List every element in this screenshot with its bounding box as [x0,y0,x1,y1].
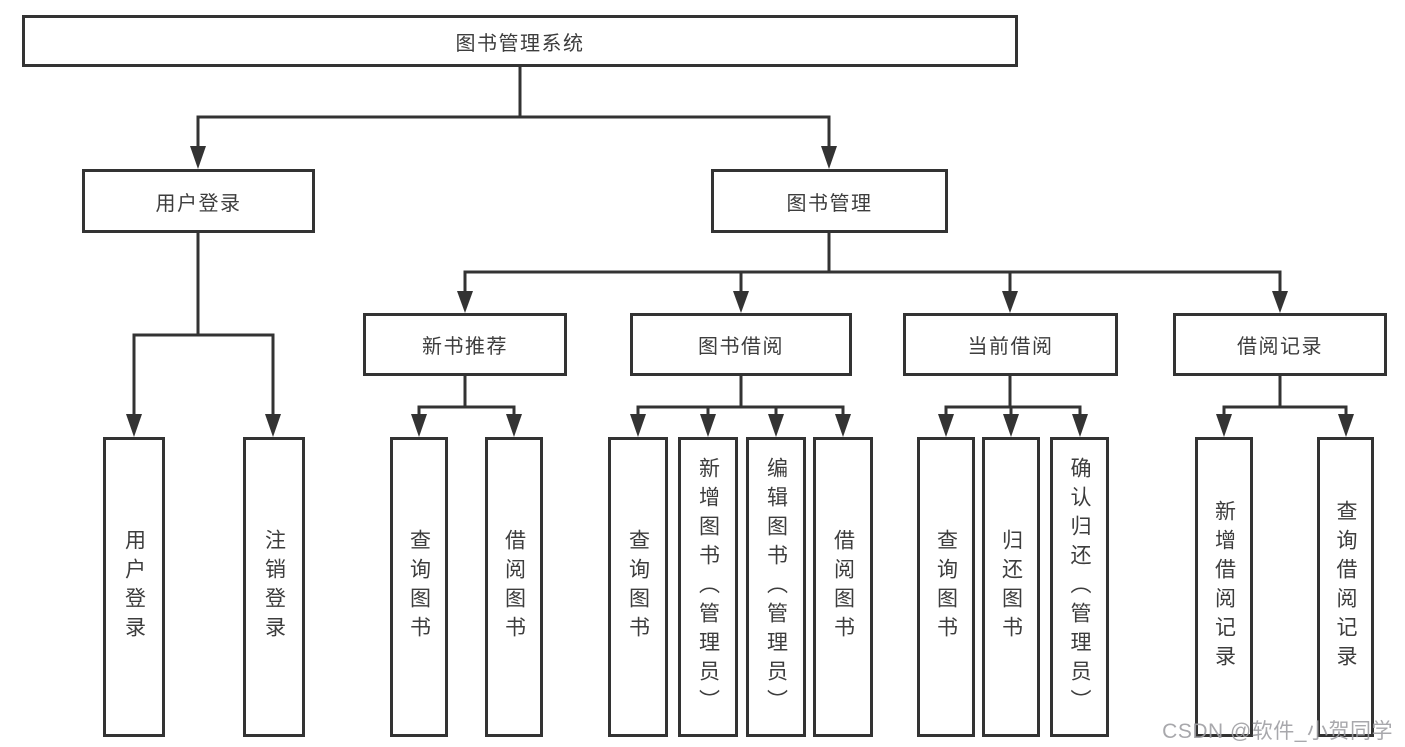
node-new-book-recommend: 新书推荐 [363,313,567,376]
node-root-book-management-system: 图书管理系统 [22,15,1018,67]
leaf-label: 注销登录 [262,529,286,645]
leaf-return-books: 归还图书 [982,437,1040,737]
watermark: CSDN @软件_小贺同学 [1162,720,1393,743]
leaf-logout: 注销登录 [243,437,305,737]
leaf-query-books-borrowing: 查询图书 [608,437,668,737]
node-user-login: 用户登录 [82,169,315,233]
leaf-query-books-recommend: 查询图书 [390,437,448,737]
node-current-borrowing: 当前借阅 [903,313,1118,376]
arrowheads [126,146,1354,437]
leaf-add-borrow-record: 新增借阅记录 [1195,437,1253,737]
leaf-confirm-return-admin: 确认归还（管理员） [1050,437,1109,737]
leaf-label: 用户登录 [122,529,146,645]
leaf-user-login: 用户登录 [103,437,165,737]
node-book-borrowing: 图书借阅 [630,313,852,376]
leaf-label: 新增借阅记录 [1212,500,1236,674]
leaf-label: 查询借阅记录 [1334,500,1357,674]
leaf-add-books-admin: 新增图书（管理员） [678,437,738,737]
leaf-label: 查询图书 [626,529,650,645]
leaf-label: 新增图书（管理员） [696,456,720,718]
node-book-management: 图书管理 [711,169,948,233]
leaf-label: 编辑图书（管理员） [764,456,788,718]
leaf-query-borrow-record: 查询借阅记录 [1317,437,1374,737]
leaf-borrow-books-recommend: 借阅图书 [485,437,543,737]
leaf-label: 借阅图书 [502,529,526,645]
leaf-label: 查询图书 [407,529,431,645]
leaf-edit-books-admin: 编辑图书（管理员） [746,437,806,737]
leaf-query-books-current: 查询图书 [917,437,975,737]
leaf-borrow-books-borrowing: 借阅图书 [813,437,873,737]
leaf-label: 归还图书 [999,529,1023,645]
leaf-label: 查询图书 [934,529,958,645]
leaf-label: 借阅图书 [831,529,855,645]
node-borrowing-records: 借阅记录 [1173,313,1387,376]
leaf-label: 确认归还（管理员） [1068,456,1091,718]
